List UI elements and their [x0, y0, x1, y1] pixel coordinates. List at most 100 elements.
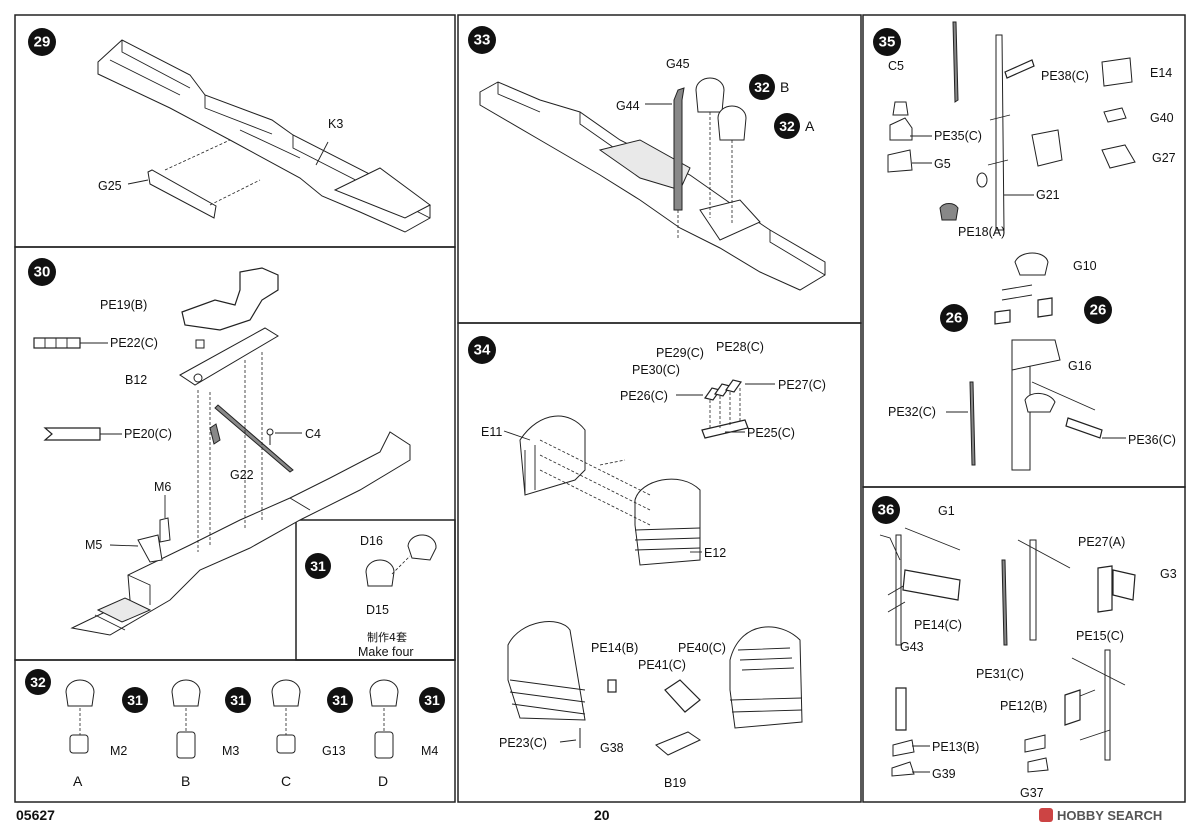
- letter-d: D: [378, 773, 388, 789]
- label-pe22c: PE22(C): [110, 336, 158, 350]
- subassembly-c: 31 G13 C: [271, 679, 353, 789]
- label-g13: G13: [322, 744, 346, 758]
- step-badge: 36: [872, 496, 900, 524]
- label-pe32c: PE32(C): [888, 405, 936, 419]
- part-pe18a: [939, 172, 988, 221]
- label-e12: E12: [704, 546, 726, 560]
- label-b12: B12: [125, 373, 147, 387]
- label-d16: D16: [360, 534, 383, 548]
- label-pe38c: PE38(C): [1041, 69, 1089, 83]
- svg-text:31: 31: [332, 692, 348, 708]
- step-badge: 29: [28, 28, 56, 56]
- label-pe26c: PE26(C): [620, 389, 668, 403]
- label-g39: G39: [932, 767, 956, 781]
- part-pe22c: [33, 337, 81, 349]
- label-m6: M6: [154, 480, 171, 494]
- step-34: 34: [468, 336, 826, 790]
- label-pe41c: PE41(C): [638, 658, 686, 672]
- svg-text:32: 32: [30, 674, 46, 690]
- part-g40: [1103, 107, 1127, 123]
- label-m4: M4: [421, 744, 438, 758]
- panel-step-34: [457, 322, 862, 803]
- mast-lower-right: [1024, 649, 1126, 773]
- svg-text:35: 35: [879, 34, 896, 51]
- letter-b: B: [181, 773, 190, 789]
- label-g44: G44: [616, 99, 640, 113]
- mast-middle: [1001, 539, 1071, 646]
- hull-deck-part: [97, 39, 431, 233]
- svg-text:32: 32: [779, 118, 795, 134]
- svg-text:36: 36: [878, 502, 895, 519]
- label-e14: E14: [1150, 66, 1172, 80]
- part-e14: [1101, 57, 1133, 87]
- hull-deck-part: [479, 81, 826, 291]
- part-b12: [179, 327, 279, 386]
- part-g27: [1101, 144, 1136, 169]
- label-pe19b: PE19(B): [100, 298, 147, 312]
- label-pe29c: PE29(C): [656, 346, 704, 360]
- label-pe13b: PE13(B): [932, 740, 979, 754]
- label-g38: G38: [600, 741, 624, 755]
- label-m3: M3: [222, 744, 239, 758]
- ref-badge-32b: 32 B: [749, 74, 789, 100]
- logo-icon: [1039, 808, 1053, 822]
- step-badge: 34: [468, 336, 496, 364]
- part-pe-ladder: [701, 379, 749, 439]
- mast-left: [879, 527, 961, 646]
- svg-text:34: 34: [474, 342, 491, 359]
- label-pe14c: PE14(C): [914, 618, 962, 632]
- label-pe35c: PE35(C): [934, 129, 982, 143]
- part-g44-g45: [673, 87, 685, 240]
- svg-text:B: B: [780, 79, 789, 95]
- product-code: 05627: [16, 807, 55, 823]
- part-pe20c: [43, 427, 101, 441]
- label-pe31c: PE31(C): [976, 667, 1024, 681]
- step-31: 31 D16 D15 制作4套 Make four: [305, 534, 437, 659]
- part-g10: [1014, 252, 1049, 276]
- label-g22: G22: [230, 468, 254, 482]
- part-box-bracket: [1031, 129, 1063, 167]
- subassembly-32a-ref: [717, 105, 747, 225]
- label-pe23c: PE23(C): [499, 736, 547, 750]
- label-c4: C4: [305, 427, 321, 441]
- svg-text:26: 26: [1090, 302, 1107, 319]
- step-badge: 32: [25, 669, 51, 695]
- note-make-four-en: Make four: [358, 645, 414, 659]
- page-number: 20: [594, 807, 610, 823]
- part-funnel-left: [507, 621, 586, 721]
- label-g10: G10: [1073, 259, 1097, 273]
- watermark-logo: HOBBY SEARCH: [1039, 808, 1162, 823]
- label-d15: D15: [366, 603, 389, 617]
- subassembly-a: 31 M2 A: [65, 679, 148, 789]
- label-pe12b: PE12(B): [1000, 699, 1047, 713]
- step-33: 33 G45 G44 32 B 32: [468, 26, 826, 291]
- part-c5-g5: [887, 101, 913, 173]
- label-g1: G1: [938, 504, 955, 518]
- part-mast-upper: [952, 21, 1035, 231]
- step-badge: 35: [873, 28, 901, 56]
- part-pe14b: [607, 679, 617, 693]
- label-pe14b: PE14(B): [591, 641, 638, 655]
- step-30: 30: [28, 258, 411, 636]
- label-g3: G3: [1160, 567, 1177, 581]
- step-32: 32 31 M2 A 31 M3 B 31 G13 C: [25, 669, 445, 789]
- label-g40: G40: [1150, 111, 1174, 125]
- label-c5: C5: [888, 59, 904, 73]
- subassembly-b: 31 M3 B: [171, 679, 251, 789]
- label-pe27a: PE27(A): [1078, 535, 1125, 549]
- part-mast-lower: [969, 284, 1103, 471]
- svg-text:31: 31: [310, 558, 326, 574]
- label-pe27c: PE27(C): [778, 378, 826, 392]
- panel-step-32: [14, 659, 456, 803]
- svg-text:31: 31: [424, 692, 440, 708]
- label-pe30c: PE30(C): [632, 363, 680, 377]
- ref-badge-32a: 32 A: [774, 113, 815, 139]
- brand-text: HOBBY SEARCH: [1057, 808, 1162, 823]
- svg-text:31: 31: [127, 692, 143, 708]
- part-d15: [365, 555, 411, 587]
- subassembly-32b-ref: [695, 77, 725, 218]
- part-pe19b: [181, 267, 279, 331]
- part-pe41-pe40: [664, 679, 701, 713]
- label-g45: G45: [666, 57, 690, 71]
- label-m5: M5: [85, 538, 102, 552]
